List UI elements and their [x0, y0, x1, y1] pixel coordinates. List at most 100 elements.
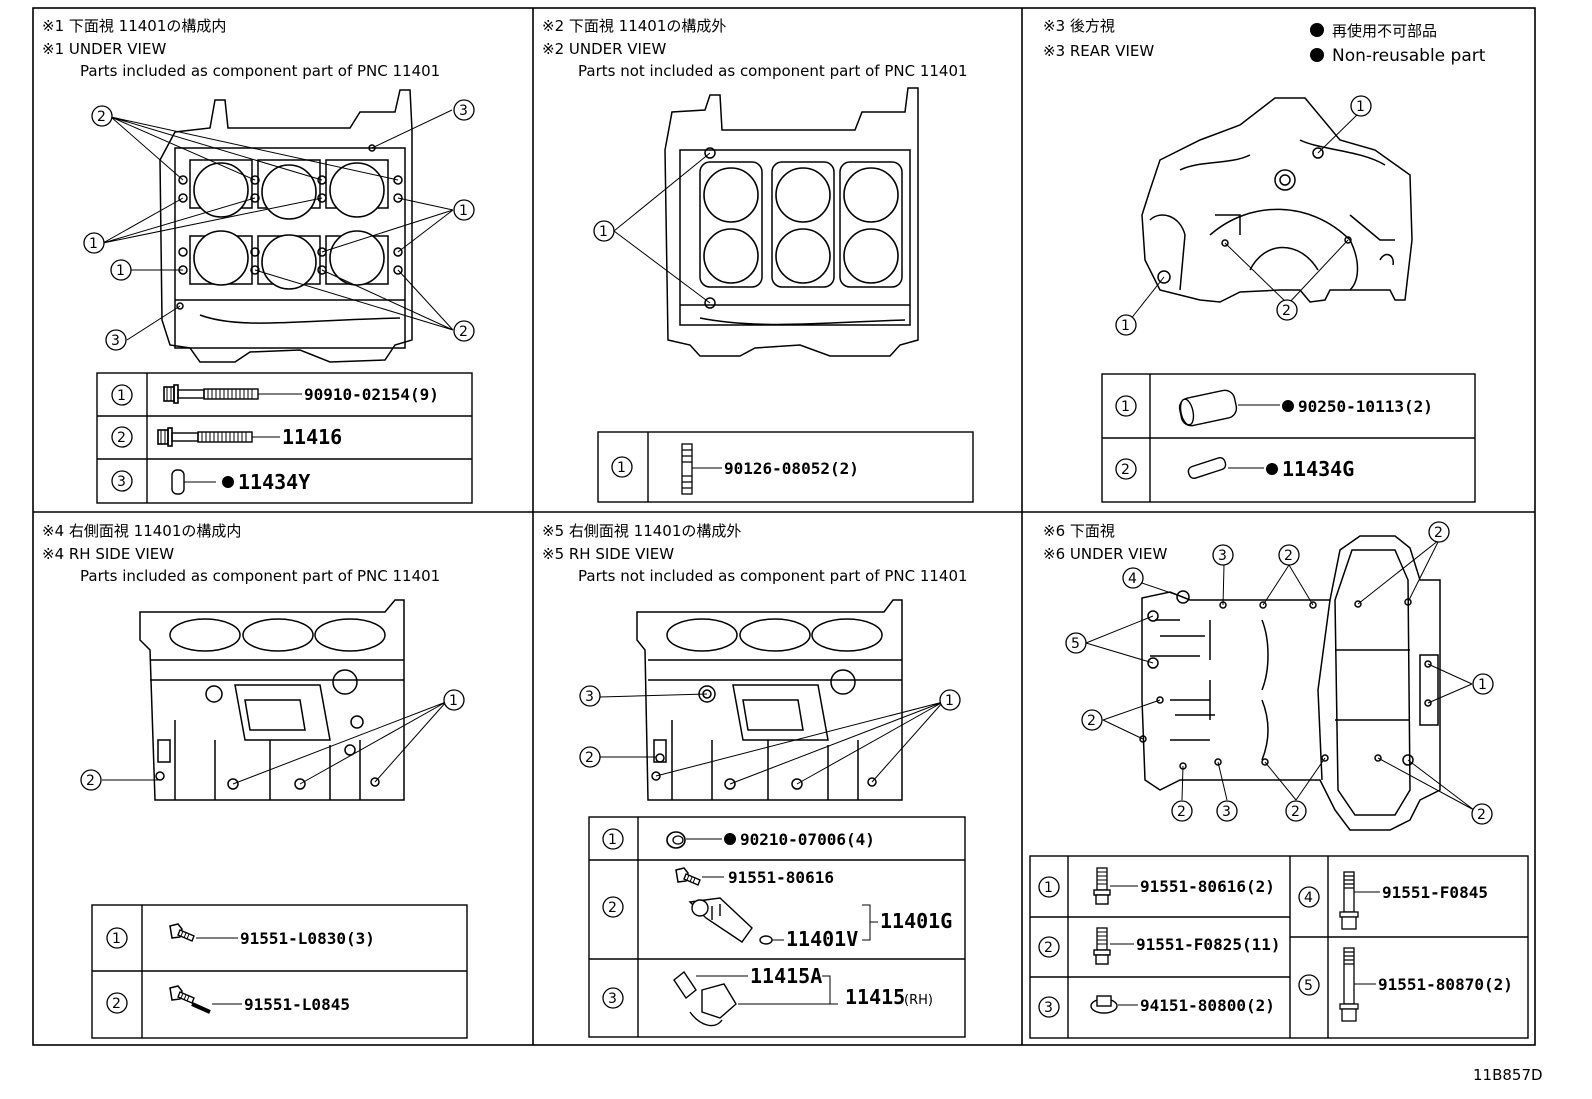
- panel-1-row-1: 1 90910-02154(9): [111, 384, 439, 406]
- svg-text:2: 2: [1291, 804, 1300, 820]
- svg-text:1: 1: [599, 224, 608, 240]
- panel-1-leader-lines: [102, 109, 454, 341]
- svg-text:2: 2: [1434, 525, 1443, 541]
- panel-4-parts-table: 1 91551-L0830(3) 2 91551-L0845: [91, 904, 468, 1039]
- non-reusable-dot-icon: [724, 833, 736, 845]
- panel-2-title-jp: ※2 下面視 11401の構成外: [542, 17, 726, 35]
- part-number: 91551-80616: [728, 868, 834, 887]
- panel-5-callouts: 1 3 2: [579, 685, 961, 768]
- svg-text:5: 5: [1071, 636, 1080, 652]
- part-number: 91551-F0825(11): [1136, 935, 1281, 954]
- svg-text:4: 4: [1128, 571, 1137, 587]
- svg-text:2: 2: [585, 750, 594, 766]
- svg-text:1: 1: [459, 203, 468, 219]
- svg-text:2: 2: [1284, 548, 1293, 564]
- panel-4-leader-lines: [102, 701, 447, 785]
- long-bolt-icon: [1339, 947, 1359, 1022]
- svg-text:1: 1: [1121, 318, 1130, 334]
- panel-5-row-2: 2 91551-80616 11401V 11401G: [602, 867, 952, 951]
- svg-text:1: 1: [117, 388, 126, 404]
- svg-text:1: 1: [1121, 399, 1130, 415]
- legend-en: Non-reusable part: [1332, 46, 1486, 66]
- sensor-icon: [688, 897, 773, 945]
- part-number: 11401V: [786, 927, 858, 951]
- panel-5-row-1: 1 90210-07006(4): [602, 828, 875, 850]
- panel-5-row-3: 3 11415A 11415 (RH): [602, 964, 933, 1027]
- panel-2-callouts: 1: [593, 220, 615, 242]
- panel-1-row-3: 3 11434Y: [111, 469, 310, 495]
- part-number: 91551-L0845: [244, 995, 350, 1014]
- panel-6-parts-table: 1 91551-80616(2) 2 91551-F0825(11) 3: [1029, 855, 1529, 1039]
- panel-1-under-view-included: ※1 下面視 11401の構成内 ※1 UNDER VIEW Parts inc…: [42, 17, 475, 504]
- part-number: 91551-80616(2): [1140, 877, 1275, 896]
- part-number: 11434G: [1282, 457, 1354, 481]
- part-number: 94151-80800(2): [1140, 996, 1275, 1015]
- knock-sensor-icon: [673, 970, 737, 1027]
- part-number: 11401G: [880, 909, 952, 933]
- panel-5-leader-lines: [599, 693, 944, 785]
- panel-1-callouts: 2 1 1 3 3 1 2: [83, 99, 475, 351]
- panel-3-row-2: 2 11434G: [1115, 457, 1354, 481]
- stud-bolt-icon: [681, 443, 693, 495]
- panel-6-row-2: 2 91551-F0825(11): [1038, 927, 1281, 965]
- panel-3-callouts: 1 1 2: [1115, 95, 1372, 336]
- svg-text:2: 2: [1121, 462, 1130, 478]
- panel-6-row-3: 3 94151-80800(2): [1038, 995, 1275, 1018]
- panel-6-row-4: 4 91551-F0845: [1298, 871, 1488, 930]
- panel-1-title-jp: ※1 下面視 11401の構成内: [42, 17, 226, 35]
- panel-5-title-en: ※5 RH SIDE VIEW: [542, 545, 674, 563]
- legend-jp: 再使用不可部品: [1332, 22, 1437, 40]
- svg-text:2: 2: [86, 773, 95, 789]
- svg-text:3: 3: [117, 474, 126, 490]
- svg-text:2: 2: [459, 324, 468, 340]
- panel-3-title-jp: ※3 後方視: [1043, 17, 1115, 35]
- part-number: 90210-07006(4): [740, 830, 875, 849]
- panel-3-leader-lines: [1129, 111, 1361, 321]
- svg-text:1: 1: [89, 236, 98, 252]
- svg-text:1: 1: [116, 263, 125, 279]
- svg-text:2: 2: [112, 996, 121, 1012]
- panel-1-row-2: 2 11416: [111, 425, 342, 449]
- svg-text:2: 2: [1044, 940, 1053, 956]
- gasket-icon: [666, 831, 686, 849]
- panel-4-row-1: 1 91551-L0830(3): [106, 923, 375, 949]
- engine-block-under-view-2: [664, 87, 919, 357]
- panel-6-under-view: ※6 下面視 ※6 UNDER VIEW: [1029, 521, 1529, 1039]
- panel-4-rh-side-view-included: ※4 右側面視 11401の構成内 ※4 RH SIDE VIEW Parts …: [42, 522, 468, 1039]
- panel-4-row-2: 2 91551-L0845: [106, 985, 350, 1014]
- svg-text:1: 1: [617, 460, 626, 476]
- panel-2-under-view-not-included: ※2 下面視 11401の構成外 ※2 UNDER VIEW Parts not…: [542, 17, 974, 503]
- knock-pin-icon: [1178, 389, 1238, 427]
- svg-text:2: 2: [1087, 713, 1096, 729]
- panel-6-title-jp: ※6 下面視: [1043, 522, 1115, 540]
- svg-text:1: 1: [1044, 880, 1053, 896]
- part-number: 11415A: [750, 964, 822, 988]
- part-number: 91551-80870(2): [1378, 975, 1513, 994]
- engine-block-side-view-2: [636, 599, 903, 801]
- part-number: 11415: [845, 985, 905, 1009]
- nut-icon: [1090, 995, 1118, 1014]
- long-bolt-icon: [1339, 871, 1359, 930]
- engine-block-side-view: [139, 599, 405, 801]
- panel-3-parts-table: 1 90250-10113(2) 2 11434G: [1101, 373, 1476, 503]
- svg-text:3: 3: [608, 991, 617, 1007]
- svg-text:2: 2: [1177, 804, 1186, 820]
- svg-text:1: 1: [449, 693, 458, 709]
- engine-block-under-view: [159, 89, 413, 363]
- panel-6-callouts: 4 3 2 2 5 1 2 2 3 2 2: [1065, 521, 1494, 825]
- panel-2-parts-table: 1 90126-08052(2): [597, 431, 974, 503]
- panel-5-parts-table: 1 90210-07006(4) 2 91551-80616: [588, 816, 966, 1038]
- non-reusable-dot-icon: [1310, 23, 1324, 37]
- svg-text:3: 3: [1222, 804, 1231, 820]
- svg-text:1: 1: [1478, 677, 1487, 693]
- panel-1-title-en: ※1 UNDER VIEW: [42, 40, 166, 58]
- svg-text:2: 2: [117, 430, 126, 446]
- non-reusable-dot-icon: [222, 476, 234, 488]
- part-number: 90910-02154(9): [304, 385, 439, 404]
- panel-6-row-5: 5 91551-80870(2): [1298, 947, 1513, 1022]
- panel-1-parts-table: 1 90910-02154(9) 2 11416 3 11434Y: [96, 372, 473, 504]
- svg-text:5: 5: [1304, 978, 1313, 994]
- panel-3-rear-view: ※3 後方視 ※3 REAR VIEW 再使用不可部品 Non-reusable…: [1043, 17, 1486, 503]
- part-number: 91551-L0830(3): [240, 929, 375, 948]
- svg-text:1: 1: [945, 693, 954, 709]
